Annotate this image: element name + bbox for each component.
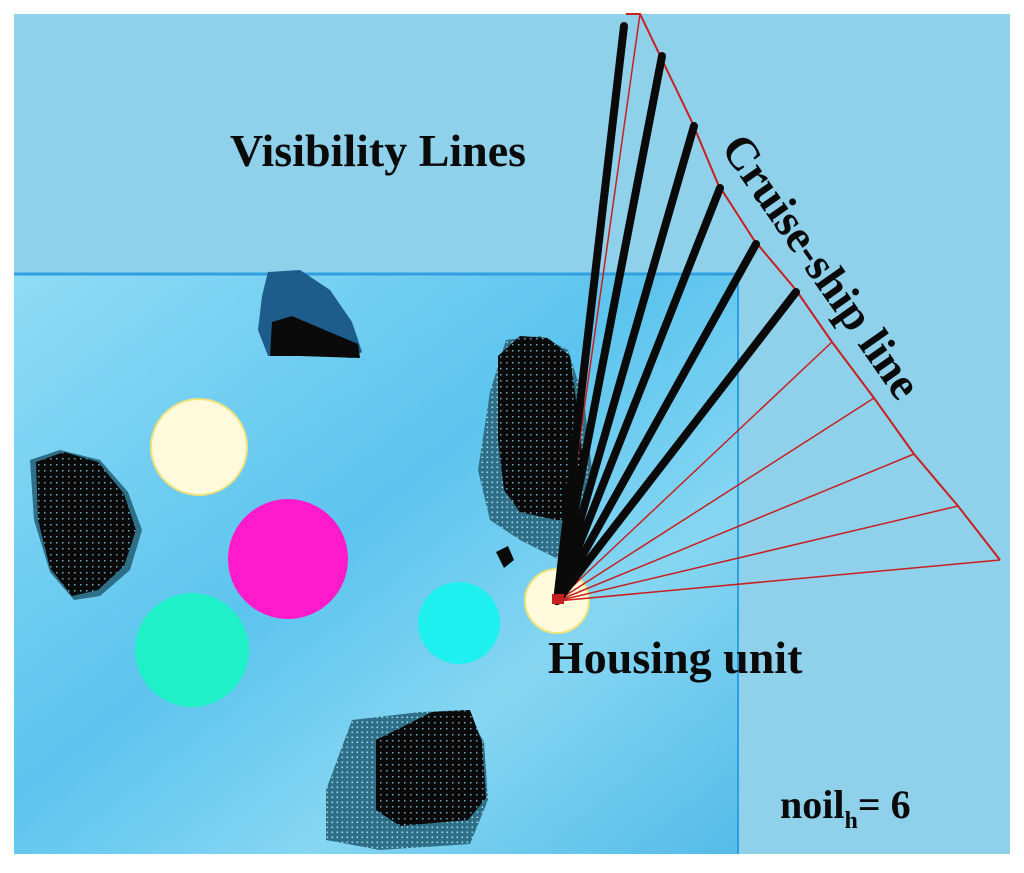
island-top — [258, 270, 362, 358]
visibility-line — [553, 52, 666, 605]
visibility-line — [553, 22, 628, 605]
island-bottom — [326, 710, 488, 850]
island-center — [478, 336, 592, 568]
noil-label: noilh= 6 — [780, 782, 911, 834]
visibility-line — [553, 288, 800, 605]
cyan-circle — [418, 582, 500, 664]
magenta-circle — [228, 499, 348, 619]
noil-value: = 6 — [858, 782, 911, 827]
teal-circle — [135, 593, 249, 707]
housing-unit-label: Housing unit — [548, 632, 803, 683]
red-rays — [556, 13, 1001, 602]
visibility-lines — [553, 22, 800, 605]
noil-subscript: h — [844, 808, 857, 834]
cream-circle — [150, 398, 248, 496]
visibility-line — [553, 184, 724, 605]
housing-unit-marker — [552, 594, 564, 604]
visibility-line — [553, 240, 760, 605]
noil-main: noil — [780, 782, 844, 827]
visibility-lines-label: Visibility Lines — [230, 125, 526, 176]
island-left — [30, 450, 142, 600]
visibility-line — [553, 122, 698, 605]
